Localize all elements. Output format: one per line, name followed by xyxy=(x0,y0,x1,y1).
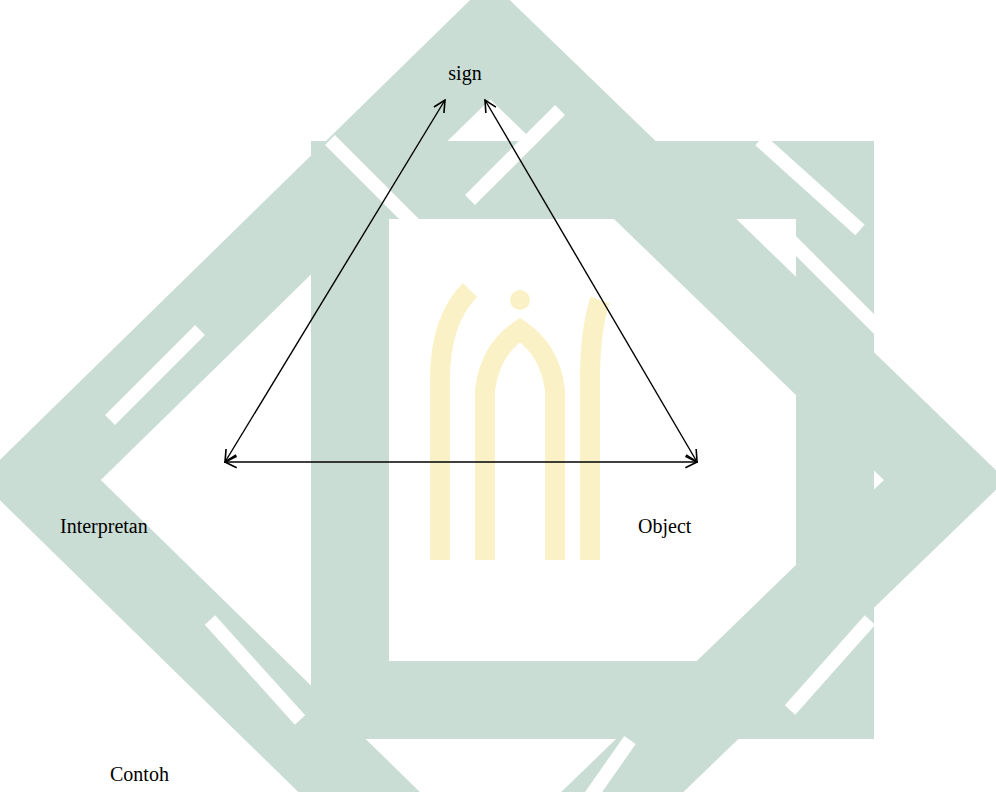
concept-label: Object xyxy=(638,515,691,538)
concept-node: Interpretan xyxy=(60,462,225,542)
concept-label: Interpretan xyxy=(60,515,148,538)
double-arrow xyxy=(225,100,445,462)
caption-text: Contoh xyxy=(110,763,169,786)
concept-node: sign xyxy=(440,62,490,100)
double-arrow xyxy=(225,461,697,462)
concept-label: sign xyxy=(448,62,481,85)
double-arrow xyxy=(485,100,697,462)
concept-node: Object xyxy=(638,462,710,542)
